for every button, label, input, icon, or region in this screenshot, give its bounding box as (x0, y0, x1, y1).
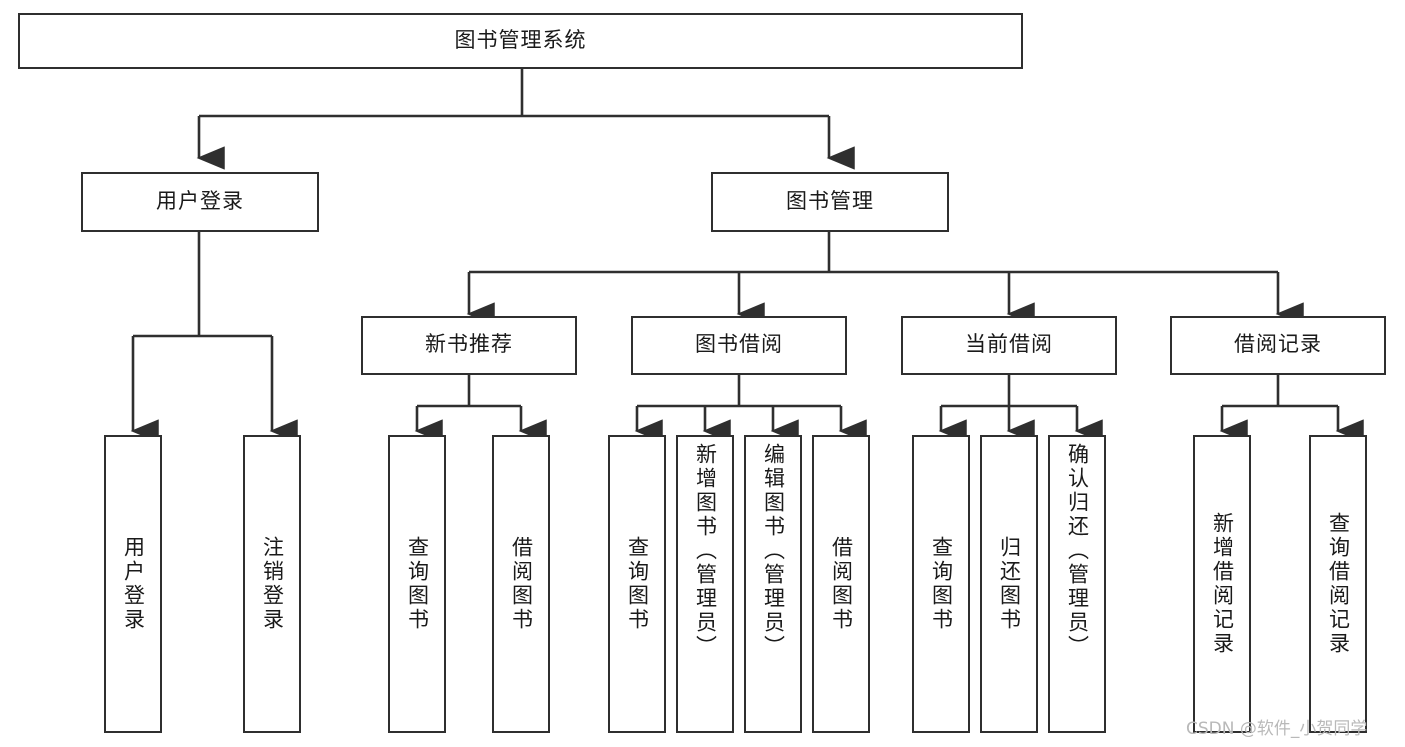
leaf-record-add-record[interactable]: 新增借阅记录 (1193, 435, 1251, 733)
leaf-current-query-book[interactable]: 查询图书 (912, 435, 970, 733)
node-borrow-record[interactable]: 借阅记录 (1170, 316, 1386, 375)
leaf-current-confirm-return-admin[interactable]: 确认归还（管理员） (1048, 435, 1106, 733)
leaf-borrow-edit-book-admin[interactable]: 编辑图书（管理员） (744, 435, 802, 733)
leaf-label: 查询图书 (929, 536, 953, 632)
node-current-borrow[interactable]: 当前借阅 (901, 316, 1117, 375)
leaf-label: 借阅图书 (509, 536, 533, 632)
node-book-borrow[interactable]: 图书借阅 (631, 316, 847, 375)
leaf-borrow-query-book[interactable]: 查询图书 (608, 435, 666, 733)
leaf-label: 借阅图书 (829, 536, 853, 632)
leaf-current-return-book[interactable]: 归还图书 (980, 435, 1038, 733)
leaf-borrow-borrow-book[interactable]: 借阅图书 (812, 435, 870, 733)
leaf-recommend-borrow-book[interactable]: 借阅图书 (492, 435, 550, 733)
leaf-label: 注销登录 (260, 536, 284, 632)
node-label: 图书管理 (786, 189, 874, 213)
leaf-recommend-query-book[interactable]: 查询图书 (388, 435, 446, 733)
leaf-label: 新增图书（管理员） (693, 443, 717, 659)
leaf-user-logout[interactable]: 注销登录 (243, 435, 301, 733)
node-label: 用户登录 (156, 189, 244, 213)
csdn-watermark: CSDN @软件_小贺同学 (1186, 719, 1368, 739)
node-root-system[interactable]: 图书管理系统 (18, 13, 1023, 69)
node-label: 当前借阅 (965, 333, 1053, 357)
leaf-label: 查询图书 (625, 536, 649, 632)
leaf-user-login[interactable]: 用户登录 (104, 435, 162, 733)
leaf-label: 编辑图书（管理员） (761, 443, 785, 659)
node-new-book-recommend[interactable]: 新书推荐 (361, 316, 577, 375)
leaf-borrow-add-book-admin[interactable]: 新增图书（管理员） (676, 435, 734, 733)
node-user-login[interactable]: 用户登录 (81, 172, 319, 232)
node-label: 新书推荐 (425, 333, 513, 357)
leaf-label: 查询借阅记录 (1326, 512, 1350, 656)
node-label: 图书借阅 (695, 333, 783, 357)
leaf-label: 用户登录 (121, 536, 145, 632)
leaf-label: 新增借阅记录 (1210, 512, 1234, 656)
leaf-record-query-record[interactable]: 查询借阅记录 (1309, 435, 1367, 733)
node-label: 借阅记录 (1234, 333, 1322, 357)
leaf-label: 查询图书 (405, 536, 429, 632)
node-label: 图书管理系统 (454, 28, 587, 52)
leaf-label: 确认归还（管理员） (1065, 443, 1089, 659)
node-book-management[interactable]: 图书管理 (711, 172, 949, 232)
leaf-label: 归还图书 (997, 536, 1021, 632)
